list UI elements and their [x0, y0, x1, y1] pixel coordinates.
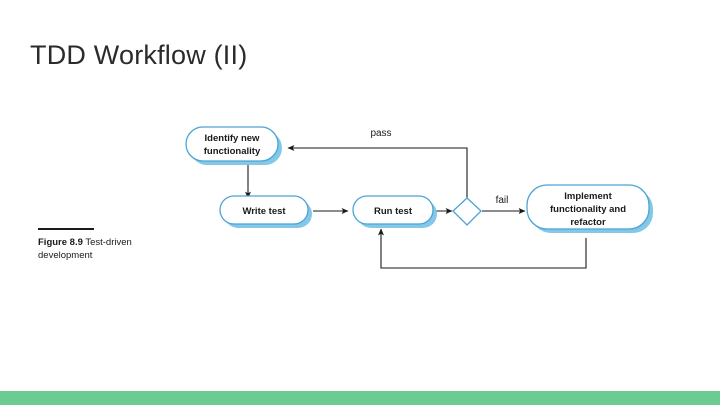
- bottom-accent-bar: [0, 391, 720, 405]
- caption-figure-number: Figure 8.9: [38, 237, 83, 248]
- edge-label-pass: pass: [370, 128, 391, 139]
- page-title: TDD Workflow (II): [30, 40, 248, 70]
- node-decision-diamond[interactable]: [452, 197, 482, 226]
- figure-caption: Figure 8.9 Test-driven development: [38, 228, 188, 262]
- node-write-test-label: Write test: [242, 206, 286, 217]
- caption-figure-text: Test-driven development: [38, 237, 132, 261]
- caption-text: Figure 8.9 Test-driven development: [38, 237, 188, 262]
- node-run-test-label: Run test: [374, 206, 413, 217]
- node-identify-new-functionality[interactable]: Identify new functionality: [185, 126, 282, 165]
- node-implement-label-line-1: Implement: [564, 191, 612, 202]
- node-identify-label-line-1: Identify new: [205, 133, 261, 144]
- node-identify-label-line-2: functionality: [204, 146, 261, 157]
- node-write-test[interactable]: Write test: [219, 195, 312, 228]
- node-implement-label-line-2: functionality and: [550, 204, 626, 215]
- node-implement-functionality-and-refactor[interactable]: Implement functionality and refactor: [526, 184, 653, 233]
- node-run-test[interactable]: Run test: [352, 195, 437, 228]
- edge-decision-pass: [287, 145, 468, 198]
- caption-rule: [38, 228, 94, 230]
- edge-label-fail: fail: [496, 195, 509, 206]
- edge-implement-to-run: [378, 228, 587, 269]
- node-implement-label-line-3: refactor: [570, 217, 606, 228]
